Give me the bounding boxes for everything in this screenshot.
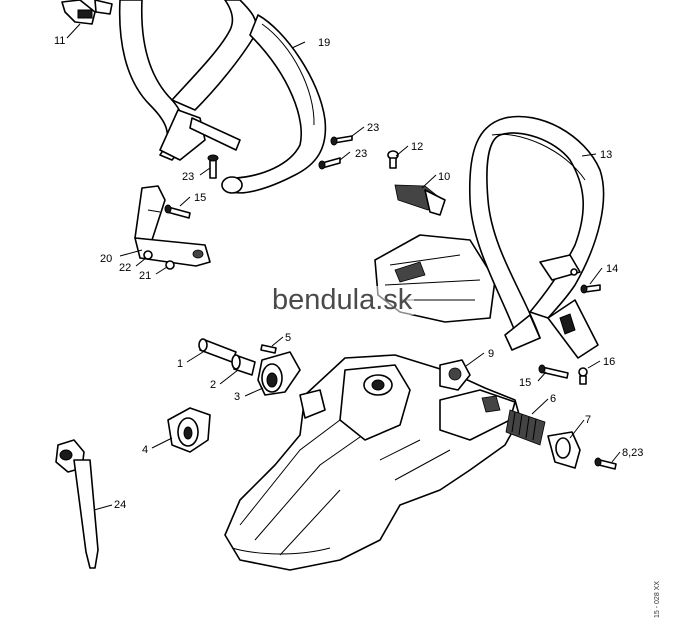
callout-2: 2 [210, 379, 216, 391]
callout-1: 1 [177, 358, 183, 370]
callout-16: 16 [603, 356, 615, 368]
callout-12: 12 [411, 141, 423, 153]
exploded-parts-diagram: 11 19 23 23 23 15 20 22 21 12 10 13 14 1… [54, 0, 643, 571]
callout-9: 9 [488, 348, 494, 360]
callout-23-a: 23 [367, 122, 379, 134]
callout-13: 13 [600, 149, 612, 161]
callout-labels: 11 19 23 23 23 15 20 22 21 12 10 13 14 1… [54, 35, 643, 511]
callout-15-right: 15 [519, 377, 531, 389]
callout-23-b: 23 [355, 148, 367, 160]
watermark-text: bendula.sk [270, 284, 415, 316]
callout-15-left: 15 [194, 192, 206, 204]
pin-and-bushing-parts [198, 338, 301, 396]
callout-19: 19 [318, 37, 330, 49]
callout-4: 4 [142, 444, 148, 456]
callout-24: 24 [114, 499, 126, 511]
callout-7: 7 [585, 414, 591, 426]
callout-3: 3 [234, 391, 240, 403]
callout-8-23: 8,23 [622, 447, 643, 459]
screws-right-group [538, 284, 601, 385]
callout-14: 14 [606, 263, 618, 275]
spring-and-buffer-parts [439, 359, 617, 470]
callout-20: 20 [100, 253, 112, 265]
part-20-bracket [134, 185, 211, 267]
part-24-combination-wrench [55, 439, 99, 569]
rear-handle-part [118, 0, 327, 194]
part-10-and-12 [387, 150, 446, 216]
callout-11: 11 [54, 35, 65, 47]
callout-22: 22 [119, 262, 131, 274]
callout-6: 6 [550, 393, 556, 405]
screws-left-group [143, 135, 353, 270]
callout-21: 21 [139, 270, 151, 282]
callout-23-c: 23 [182, 171, 194, 183]
callout-10: 10 [438, 171, 450, 183]
part-11-clamp [61, 0, 113, 25]
callout-5: 5 [285, 332, 291, 344]
part-4-cap [167, 407, 211, 453]
main-housing-part [224, 354, 521, 571]
leader-lines [66, 23, 621, 511]
front-handle-part [468, 115, 605, 359]
